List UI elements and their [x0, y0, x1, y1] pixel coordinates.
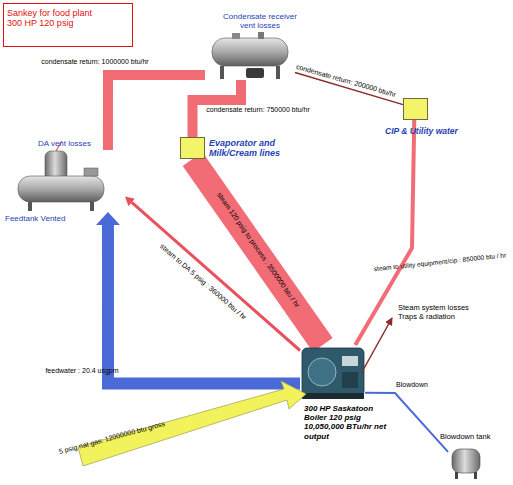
boiler-burner — [342, 372, 358, 388]
boiler-door — [308, 358, 336, 386]
note-label: 5 psig nat gas: 12000000 btu gross — [58, 420, 166, 456]
flow-label: condensate return: 1000000 btu/hr — [41, 58, 148, 66]
process-box: CIP & Utility water — [403, 98, 428, 120]
flow-band — [108, 225, 300, 384]
blowdown-leg — [474, 472, 477, 479]
node-label: 300 HP Saskatoon Boiler 120 psig 10,050,… — [304, 404, 392, 441]
deaerator-column — [45, 151, 67, 181]
receiver-leg — [276, 66, 280, 79]
receiver-illustration — [212, 32, 288, 79]
feedtank-leg — [90, 202, 94, 211]
receiver-leg — [220, 66, 224, 79]
title-box: Sankey for food plant 300 HP 120 psig — [3, 3, 133, 47]
flow-band — [365, 393, 448, 452]
natural-gas-band — [78, 381, 306, 466]
losses-arrow — [362, 318, 392, 372]
node-label: CIP & Utility water — [385, 127, 458, 137]
process-box: Evaporator and Milk/Cream lines — [180, 137, 205, 159]
equipment-node: 300 HP Saskatoon Boiler 120 psig 10,050,… — [300, 345, 365, 400]
title-text: Sankey for food plant 300 HP 120 psig — [7, 8, 107, 29]
equipment-node: DA vent lossesFeedtank Vented — [15, 150, 125, 212]
node-label: Feedtank Vented — [5, 214, 66, 223]
blowdown-leg — [455, 472, 458, 479]
flow-label: steam to DA 5 psig : 360000 btu / hr — [158, 242, 248, 321]
node-label: Condensate receiver vent losses — [222, 12, 298, 30]
node-label: Blowdown tank — [440, 433, 490, 442]
feedtank-vessel — [18, 176, 104, 202]
receiver-nozzle — [232, 33, 240, 39]
feedtank-fitting — [84, 168, 98, 176]
equipment-node: Blowdown tank — [448, 445, 483, 479]
flow-label: condensate return: 200000 btu/hr — [295, 63, 397, 99]
feedtank-leg — [28, 202, 32, 211]
node-label: Evaporator and Milk/Cream lines — [209, 138, 291, 159]
boiler-panel — [342, 356, 358, 366]
blowdown-tank-illustration — [452, 449, 480, 479]
boiler-base — [302, 393, 364, 399]
feedtank-illustration — [18, 141, 104, 211]
boiler-shell — [302, 348, 364, 396]
flow-band — [193, 159, 323, 345]
flow-label: steam to utility equipment/cip : 850000 … — [373, 251, 506, 272]
flow-label: Blowdown — [396, 381, 428, 389]
receiver-nozzle — [258, 32, 264, 39]
flow-label: steam 120 psig to process : 3500000 btu … — [215, 191, 301, 309]
node-label: DA vent losses — [38, 139, 91, 148]
flow-label: feedwater : 20.4 usgpm — [45, 367, 118, 375]
receiver-tank — [212, 38, 288, 66]
flow-label: condensate return: 750000 btu/hr — [206, 106, 310, 114]
boiler-illustration — [302, 348, 364, 399]
blowdown-vessel — [452, 449, 480, 473]
receiver-pump — [246, 68, 264, 78]
equipment-node: Condensate receiver vent losses — [205, 30, 295, 80]
note-label: Steam system losses Traps & radiation — [398, 304, 486, 321]
